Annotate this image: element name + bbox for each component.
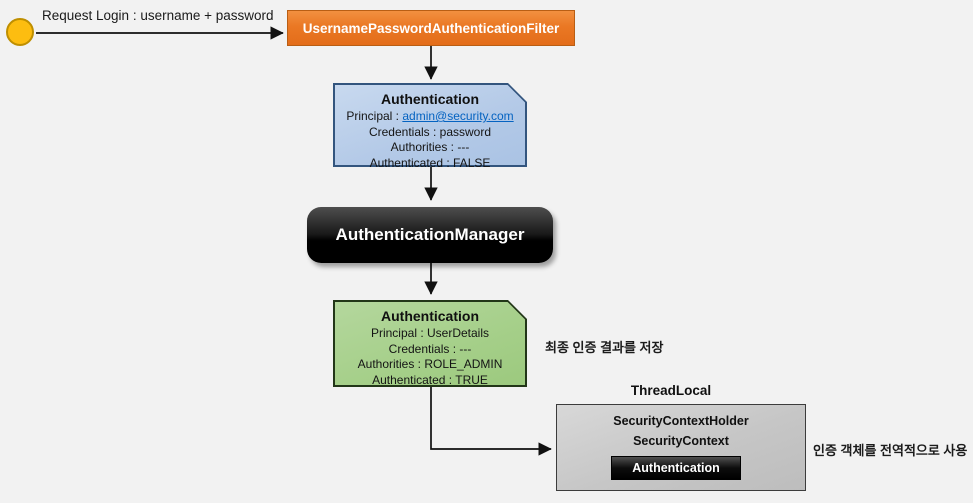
authentication-after-fill bbox=[335, 302, 526, 386]
credentials-line: Credentials : password bbox=[368, 124, 492, 139]
request-login-label: Request Login : username + password bbox=[42, 8, 274, 23]
authentication-after-box: Authentication Principal : UserDetails C… bbox=[333, 300, 527, 387]
threadlocal-label: ThreadLocal bbox=[630, 383, 712, 398]
authentication-inner-label: Authentication bbox=[632, 461, 720, 475]
authenticated-line: Authenticated : FALSE bbox=[369, 155, 491, 170]
principal-email-link[interactable]: admin@security.com bbox=[402, 109, 514, 123]
security-context-holder-label: SecurityContextHolder bbox=[613, 414, 749, 428]
principal-label: Principal : bbox=[346, 109, 403, 123]
security-context-label: SecurityContext bbox=[633, 434, 729, 448]
note-save-final-auth-result: 최종 인증 결과를 저장 bbox=[545, 340, 664, 355]
security-context-holder-box: SecurityContextHolder SecurityContext Au… bbox=[556, 404, 806, 491]
authentication-manager-label: AuthenticationManager bbox=[335, 225, 525, 244]
authenticated-line: Authenticated : TRUE bbox=[372, 372, 488, 387]
username-password-authentication-filter-box: UsernamePasswordAuthenticationFilter bbox=[287, 10, 575, 46]
authentication-before-title: Authentication bbox=[381, 91, 479, 107]
start-node-circle bbox=[6, 18, 34, 46]
credentials-line: Credentials : --- bbox=[388, 341, 472, 356]
authentication-before-box: Authentication Principal : admin@securit… bbox=[333, 83, 527, 170]
principal-line: Principal : UserDetails bbox=[370, 326, 490, 340]
authentication-after-title: Authentication bbox=[381, 308, 479, 324]
principal-line: Principal : admin@security.com bbox=[333, 109, 527, 125]
authorities-line: Authorities : ROLE_ADMIN bbox=[357, 357, 503, 371]
filter-box-label: UsernamePasswordAuthenticationFilter bbox=[302, 20, 560, 36]
note-use-auth-globally: 인증 객체를 전역적으로 사용 bbox=[813, 443, 968, 458]
authentication-before-fill bbox=[335, 85, 526, 166]
authentication-manager-box: AuthenticationManager bbox=[307, 207, 553, 263]
arrow-auth-to-holder bbox=[430, 387, 552, 456]
authorities-line: Authorities : --- bbox=[390, 140, 470, 154]
authentication-inner-box: Authentication bbox=[611, 456, 741, 480]
